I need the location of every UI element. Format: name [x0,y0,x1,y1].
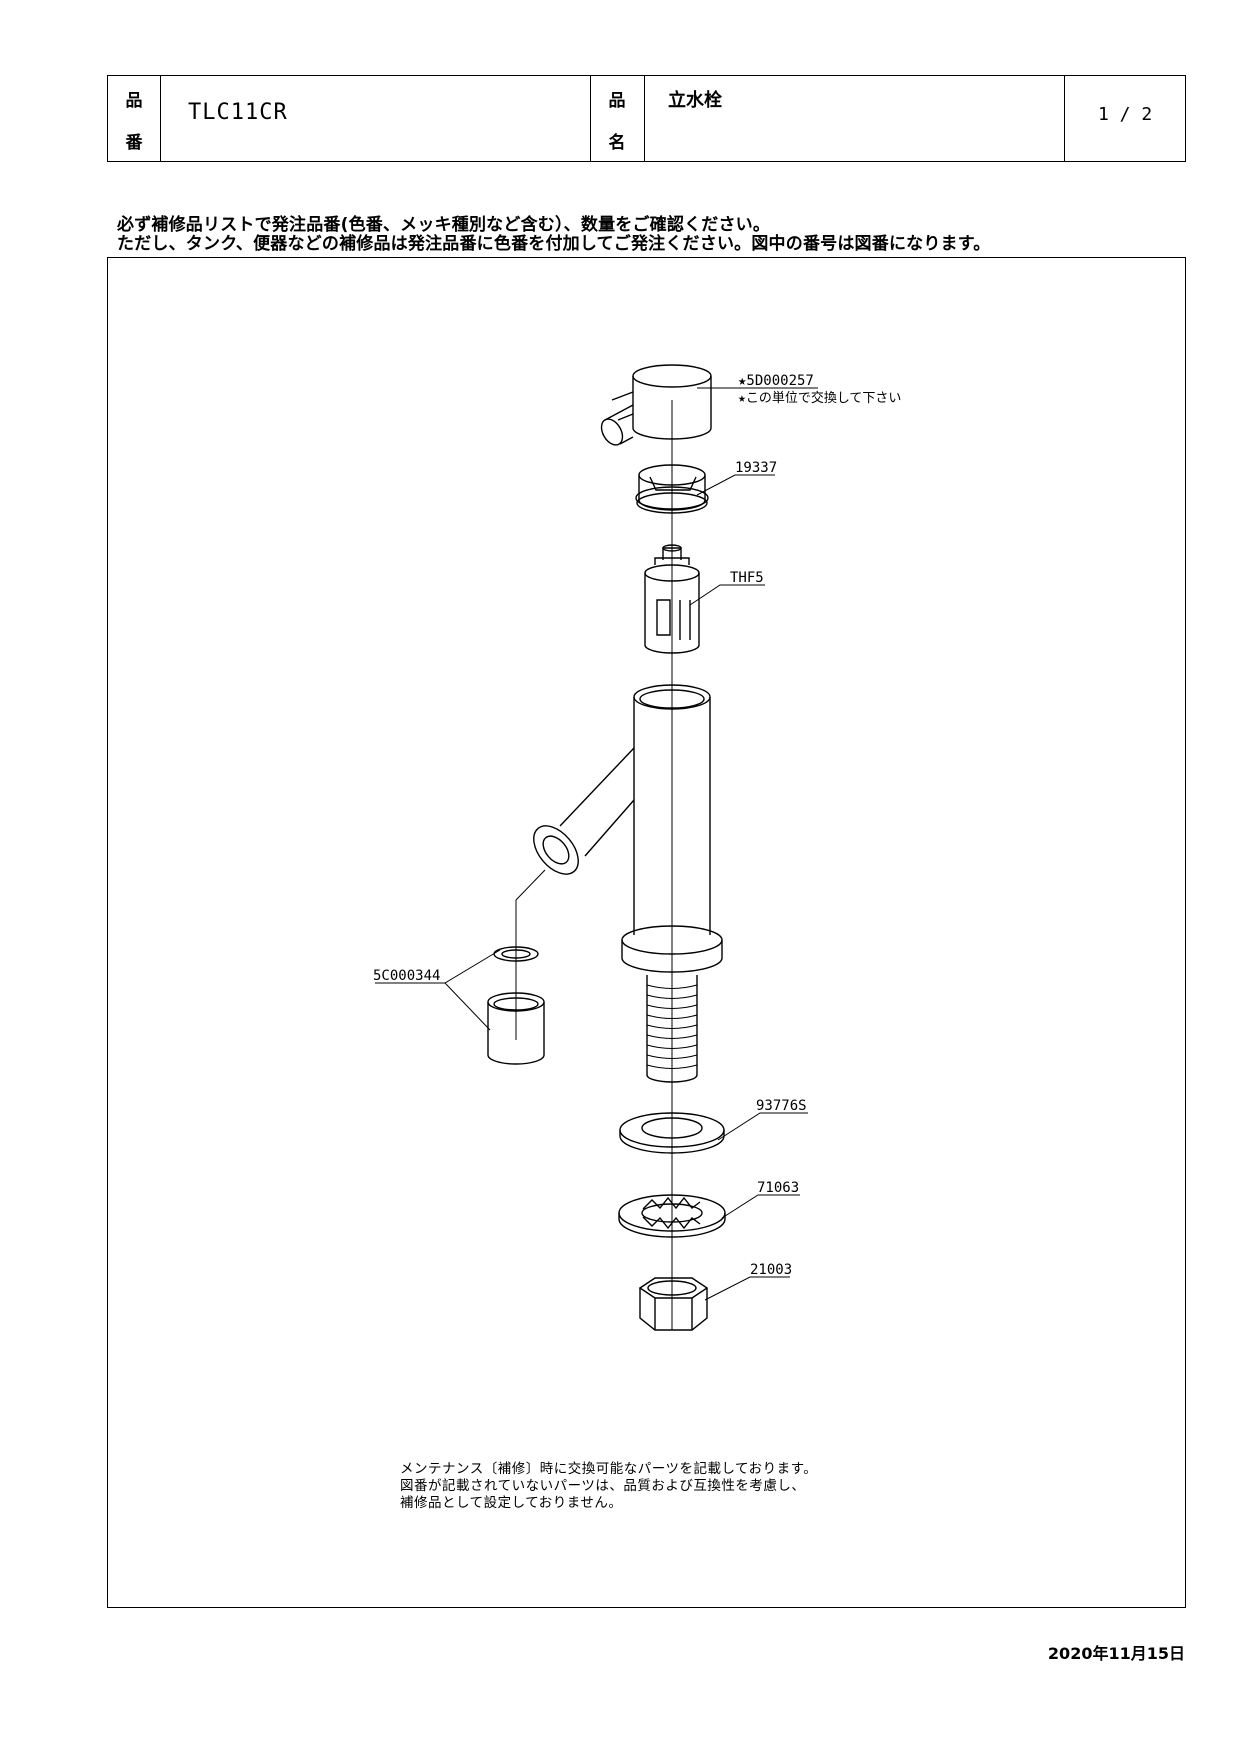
faucet-body [533,684,723,1083]
leader-cartridge [689,584,765,606]
order-note-line-1: 必ず補修品リストで発注品番(色番、メッキ種別など含む）、数量をご確認ください。 [117,215,771,235]
label-handle-note: ★この単位で交換して下さい [738,390,901,406]
hinban-label-top: 品 [125,91,143,111]
cartridge-part [644,544,700,654]
label-handle-number: ★5D000257 [738,373,814,389]
handle-part [600,364,712,446]
page-number: 1 / 2 [1098,104,1153,125]
lock-washer-part [618,1194,726,1238]
label-cartridge: THF5 [730,570,764,586]
drawing-frame [107,257,1186,1608]
label-aerator: 5C000344 [373,968,440,984]
hinmei-label-bottom: 名 [608,133,626,153]
divider [160,76,161,161]
hex-nut-part [638,1277,709,1331]
model-number: TLC11CR [188,100,288,125]
label-washer: 93776S [756,1098,807,1114]
aerator-part [487,869,546,1065]
order-note-line-2: ただし、タンク、便器などの補修品は発注品番に色番を付加してご発注ください。図中の… [117,234,991,254]
issue-date: 2020年11月15日 [1047,1644,1185,1663]
label-hex-nut: 21003 [750,1262,792,1278]
leader-aerator-body [444,982,491,1031]
leader-lock-washer [721,1194,800,1219]
leader-nut-top [696,474,775,496]
top-nut-part [635,464,709,514]
maintenance-note-line-1: メンテナンス〔補修〕時に交換可能なパーツを記載しております。 [400,1461,818,1477]
label-lock-washer: 71063 [757,1180,799,1196]
leader-hex-nut [704,1276,790,1301]
maintenance-note-line-2: 図番が記載されていないパーツは、品質および互換性を考慮し、 [400,1478,806,1494]
maintenance-note-line-3: 補修品として設定しておりません。 [400,1495,623,1511]
label-top-nut: 19337 [735,460,777,476]
divider [644,76,645,161]
divider [1064,76,1065,161]
leader-washer [717,1112,808,1141]
hinban-label-bottom: 番 [125,133,143,153]
washer-part [619,1112,725,1154]
product-name: 立水栓 [668,90,722,111]
title-block: 品 番 TLC11CR 品 名 立水栓 1 / 2 [107,75,1186,162]
divider [590,76,591,161]
hinmei-label-top: 品 [608,91,626,111]
